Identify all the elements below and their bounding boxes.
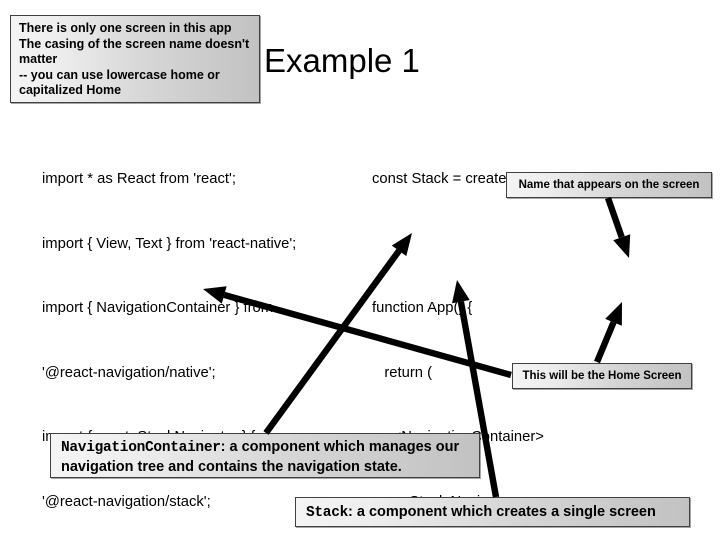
code-line: import { NavigationContainer } from <box>42 300 274 316</box>
callout-home-screen: This will be the Home Screen <box>512 363 692 389</box>
callout-screens-line-1: There is only one screen in this app <box>19 21 232 35</box>
callout-navigation-container-term: NavigationContainer <box>61 440 221 456</box>
callout-screens-line-3: -- you can use lowercase home or capital… <box>19 67 220 98</box>
code-line: '@react-navigation/stack'; <box>42 493 211 510</box>
code-line: import * as React from 'react'; <box>42 171 236 187</box>
callout-name-on-screen-label: Name that appears on the screen <box>518 179 700 191</box>
callout-screens-note: There is only one screen in this app The… <box>10 15 260 103</box>
callout-stack-term: Stack <box>306 505 349 521</box>
callout-home-screen-label: This will be the Home Screen <box>522 370 682 382</box>
callout-navigation-container: NavigationContainer: a component which m… <box>50 433 480 478</box>
page-title: Example 1 <box>264 42 420 79</box>
code-line: '@react-navigation/native'; <box>42 364 216 381</box>
code-line: import { View, Text } from 'react-native… <box>42 235 297 252</box>
code-spacer <box>372 234 625 256</box>
callout-navigation-container-text: : a component which manages our navigati… <box>61 439 460 475</box>
callout-stack: Stack: a component which creates a singl… <box>295 497 690 527</box>
callout-screens-line-2: The casing of the screen name doesn't ma… <box>19 36 250 67</box>
callout-name-on-screen: Name that appears on the screen <box>506 172 712 198</box>
code-line: function App() { <box>372 300 473 316</box>
callout-stack-text: : a component which creates a single scr… <box>348 504 656 520</box>
